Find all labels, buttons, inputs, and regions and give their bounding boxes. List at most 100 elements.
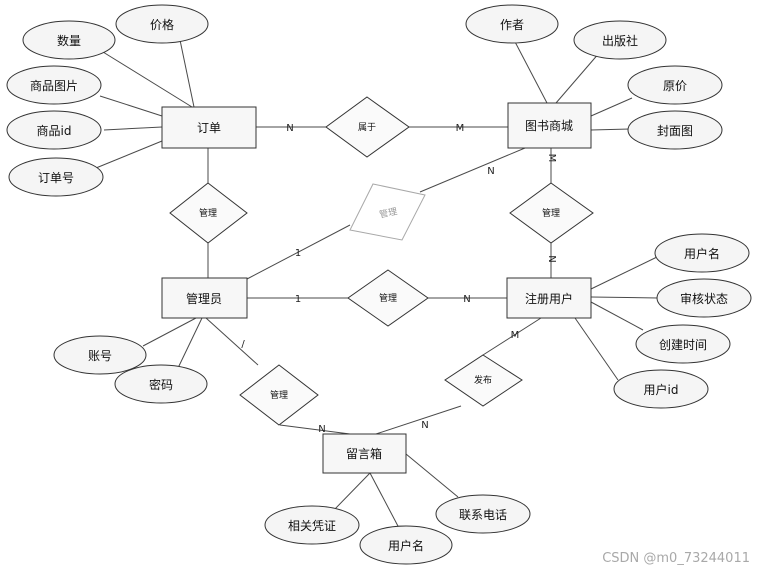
relationship-shape bbox=[169, 182, 248, 244]
edges bbox=[95, 37, 659, 529]
cardinality-order-belongs: N bbox=[286, 123, 293, 134]
edge-bookstore-publisher bbox=[555, 51, 601, 104]
relationship-shape bbox=[239, 364, 319, 426]
attribute-admin-password: 密码 bbox=[114, 364, 208, 404]
attribute-shape bbox=[654, 233, 750, 273]
cardinality-user-to-message-msg: N bbox=[421, 420, 428, 431]
relationship-label: 管理 bbox=[379, 292, 397, 304]
relationships: 属于 管理 管理 管理 管理 管理 发布 bbox=[169, 96, 594, 426]
attribute-message-username: 用户名 bbox=[359, 525, 453, 565]
attribute-bookstore-cover-image: 封面图 bbox=[627, 110, 723, 150]
relationship-label: 发布 bbox=[474, 374, 492, 386]
relationship-manage-user: 管理 bbox=[347, 269, 429, 327]
entity-label: 留言箱 bbox=[346, 446, 382, 461]
entity-label: 注册用户 bbox=[525, 291, 573, 306]
relationship-shape bbox=[347, 269, 429, 327]
entity-label: 管理员 bbox=[186, 291, 222, 306]
relationship-label: 管理 bbox=[542, 207, 560, 219]
cardinality-labels: N M 1 N M N 1 N / N M N bbox=[241, 123, 557, 435]
attribute-user-username: 用户名 bbox=[654, 233, 750, 273]
attribute-user-created-time: 创建时间 bbox=[635, 324, 731, 364]
cardinality-admin-to-user-user: N bbox=[463, 294, 470, 305]
attributes: 数量 价格 商品图片 商品id 订单号 作者 出版社 原价 bbox=[6, 4, 752, 565]
edge-order-order-no bbox=[95, 140, 163, 169]
attribute-shape bbox=[627, 110, 723, 150]
relationship-manage-order: 管理 bbox=[169, 182, 248, 244]
cardinality-admin-to-user-admin: 1 bbox=[295, 294, 301, 305]
entity-box bbox=[507, 102, 592, 149]
attribute-shape bbox=[635, 324, 731, 364]
edge-order-product-id bbox=[103, 126, 163, 131]
entity-admin: 管理员 bbox=[161, 277, 248, 319]
relationship-shape bbox=[349, 183, 426, 241]
relationship-belongs-to: 属于 bbox=[325, 96, 410, 158]
attribute-label: 原价 bbox=[663, 79, 687, 93]
relationship-label: 管理 bbox=[378, 205, 398, 220]
relationship-label: 管理 bbox=[199, 207, 217, 219]
attribute-user-id: 用户id bbox=[613, 369, 709, 409]
edge-admin-password bbox=[177, 317, 203, 369]
attribute-label: 审核状态 bbox=[680, 291, 728, 306]
attribute-order-product-image: 商品图片 bbox=[6, 65, 102, 105]
attribute-label: 订单号 bbox=[38, 171, 74, 185]
entity-box bbox=[161, 106, 257, 149]
attribute-shape bbox=[435, 494, 531, 534]
entities: 订单 图书商城 管理员 注册用户 留言箱 bbox=[161, 102, 592, 474]
attribute-shape bbox=[22, 20, 116, 60]
attribute-label: 出版社 bbox=[602, 33, 638, 48]
attribute-user-review-status: 审核状态 bbox=[656, 278, 752, 318]
edge-bookstore-original-price bbox=[590, 97, 633, 117]
attribute-label: 账号 bbox=[88, 349, 112, 363]
attribute-shape bbox=[573, 20, 667, 60]
attribute-order-product-id: 商品id bbox=[6, 110, 102, 150]
edge-admin-manage-msg bbox=[205, 317, 259, 366]
attribute-label: 价格 bbox=[150, 17, 174, 32]
cardinality-bookstore-to-user-user: N bbox=[546, 255, 557, 262]
edge-msg-proof bbox=[332, 472, 371, 512]
attribute-shape bbox=[465, 4, 559, 44]
attribute-shape bbox=[114, 364, 208, 404]
relationship-label: 属于 bbox=[358, 122, 376, 133]
edge-faded-manage-bookstore bbox=[419, 147, 526, 193]
watermark: CSDN @m0_73244011 bbox=[602, 551, 750, 566]
edge-order-price bbox=[179, 39, 195, 108]
edge-admin-account bbox=[142, 317, 197, 347]
edge-user-review bbox=[590, 296, 659, 299]
relationship-manage-message: 管理 bbox=[239, 364, 319, 426]
entity-label: 订单 bbox=[197, 121, 221, 135]
cardinality-bookstore-belongs: M bbox=[456, 123, 465, 134]
attribute-shape bbox=[359, 525, 453, 565]
edge-user-id bbox=[574, 317, 619, 381]
attribute-label: 用户名 bbox=[684, 246, 720, 261]
edge-publish-msg-box bbox=[375, 405, 462, 435]
attribute-shape bbox=[613, 369, 709, 409]
relationship-shape bbox=[325, 96, 410, 158]
entity-box bbox=[161, 277, 248, 319]
attribute-label: 创建时间 bbox=[659, 338, 707, 352]
attribute-bookstore-original-price: 原价 bbox=[627, 65, 723, 105]
edge-msg-phone bbox=[405, 453, 459, 498]
attribute-shape bbox=[264, 505, 360, 545]
entity-box bbox=[506, 277, 592, 319]
attribute-shape bbox=[656, 278, 752, 318]
attribute-label: 封面图 bbox=[657, 124, 693, 138]
relationship-publish: 发布 bbox=[444, 354, 523, 407]
relationship-shape bbox=[444, 354, 523, 407]
attribute-shape bbox=[8, 157, 104, 197]
attribute-order-order-no: 订单号 bbox=[8, 157, 104, 197]
relationship-manage-bookstore: 管理 bbox=[349, 183, 426, 241]
relationship-label: 管理 bbox=[270, 389, 288, 401]
edge-manage-msg-box bbox=[279, 424, 351, 435]
entity-registered-user: 注册用户 bbox=[506, 277, 592, 319]
relationship-shape bbox=[509, 182, 594, 244]
entity-bookstore: 图书商城 bbox=[507, 102, 592, 149]
entity-order: 订单 bbox=[161, 106, 257, 149]
edge-order-product-image bbox=[99, 95, 163, 117]
edge-bookstore-author bbox=[512, 37, 548, 104]
edge-order-quantity bbox=[102, 51, 193, 108]
entity-box bbox=[322, 433, 407, 474]
attribute-bookstore-publisher: 出版社 bbox=[573, 20, 667, 60]
relationship-manage-bookstore-user: 管理 bbox=[509, 182, 594, 244]
cardinality-admin-to-bookstore-admin: 1 bbox=[295, 248, 301, 259]
